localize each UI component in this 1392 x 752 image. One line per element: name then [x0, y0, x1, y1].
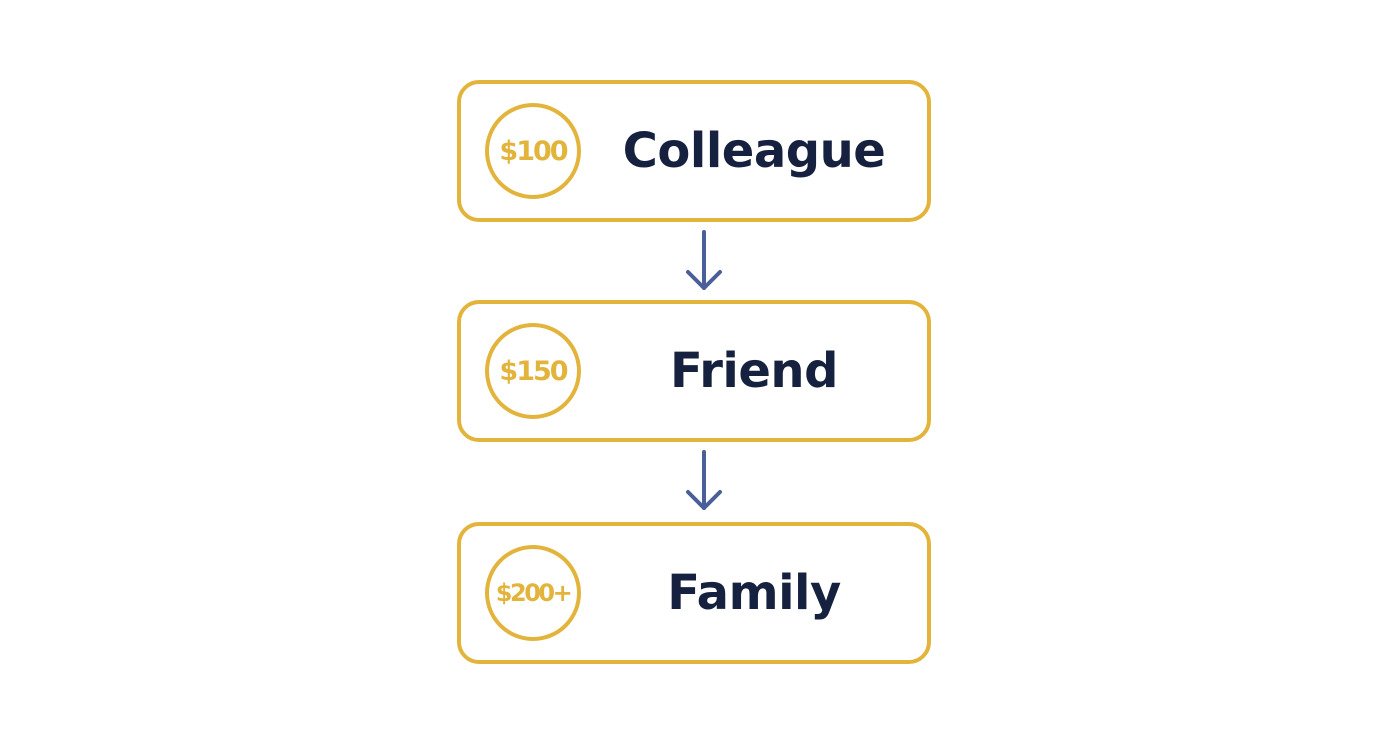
tier-box-colleague: $100 Colleague	[457, 80, 931, 222]
amount-badge: $150	[485, 323, 581, 419]
tier-label: Family	[667, 565, 841, 621]
arrow-down-icon	[686, 450, 722, 510]
tier-box-friend: $150 Friend	[457, 300, 931, 442]
tier-label: Friend	[670, 343, 838, 399]
tier-label: Colleague	[622, 123, 886, 179]
arrow-down-icon	[686, 230, 722, 290]
tier-box-family: $200+ Family	[457, 522, 931, 664]
amount-badge: $100	[485, 103, 581, 199]
amount-badge: $200+	[485, 545, 581, 641]
